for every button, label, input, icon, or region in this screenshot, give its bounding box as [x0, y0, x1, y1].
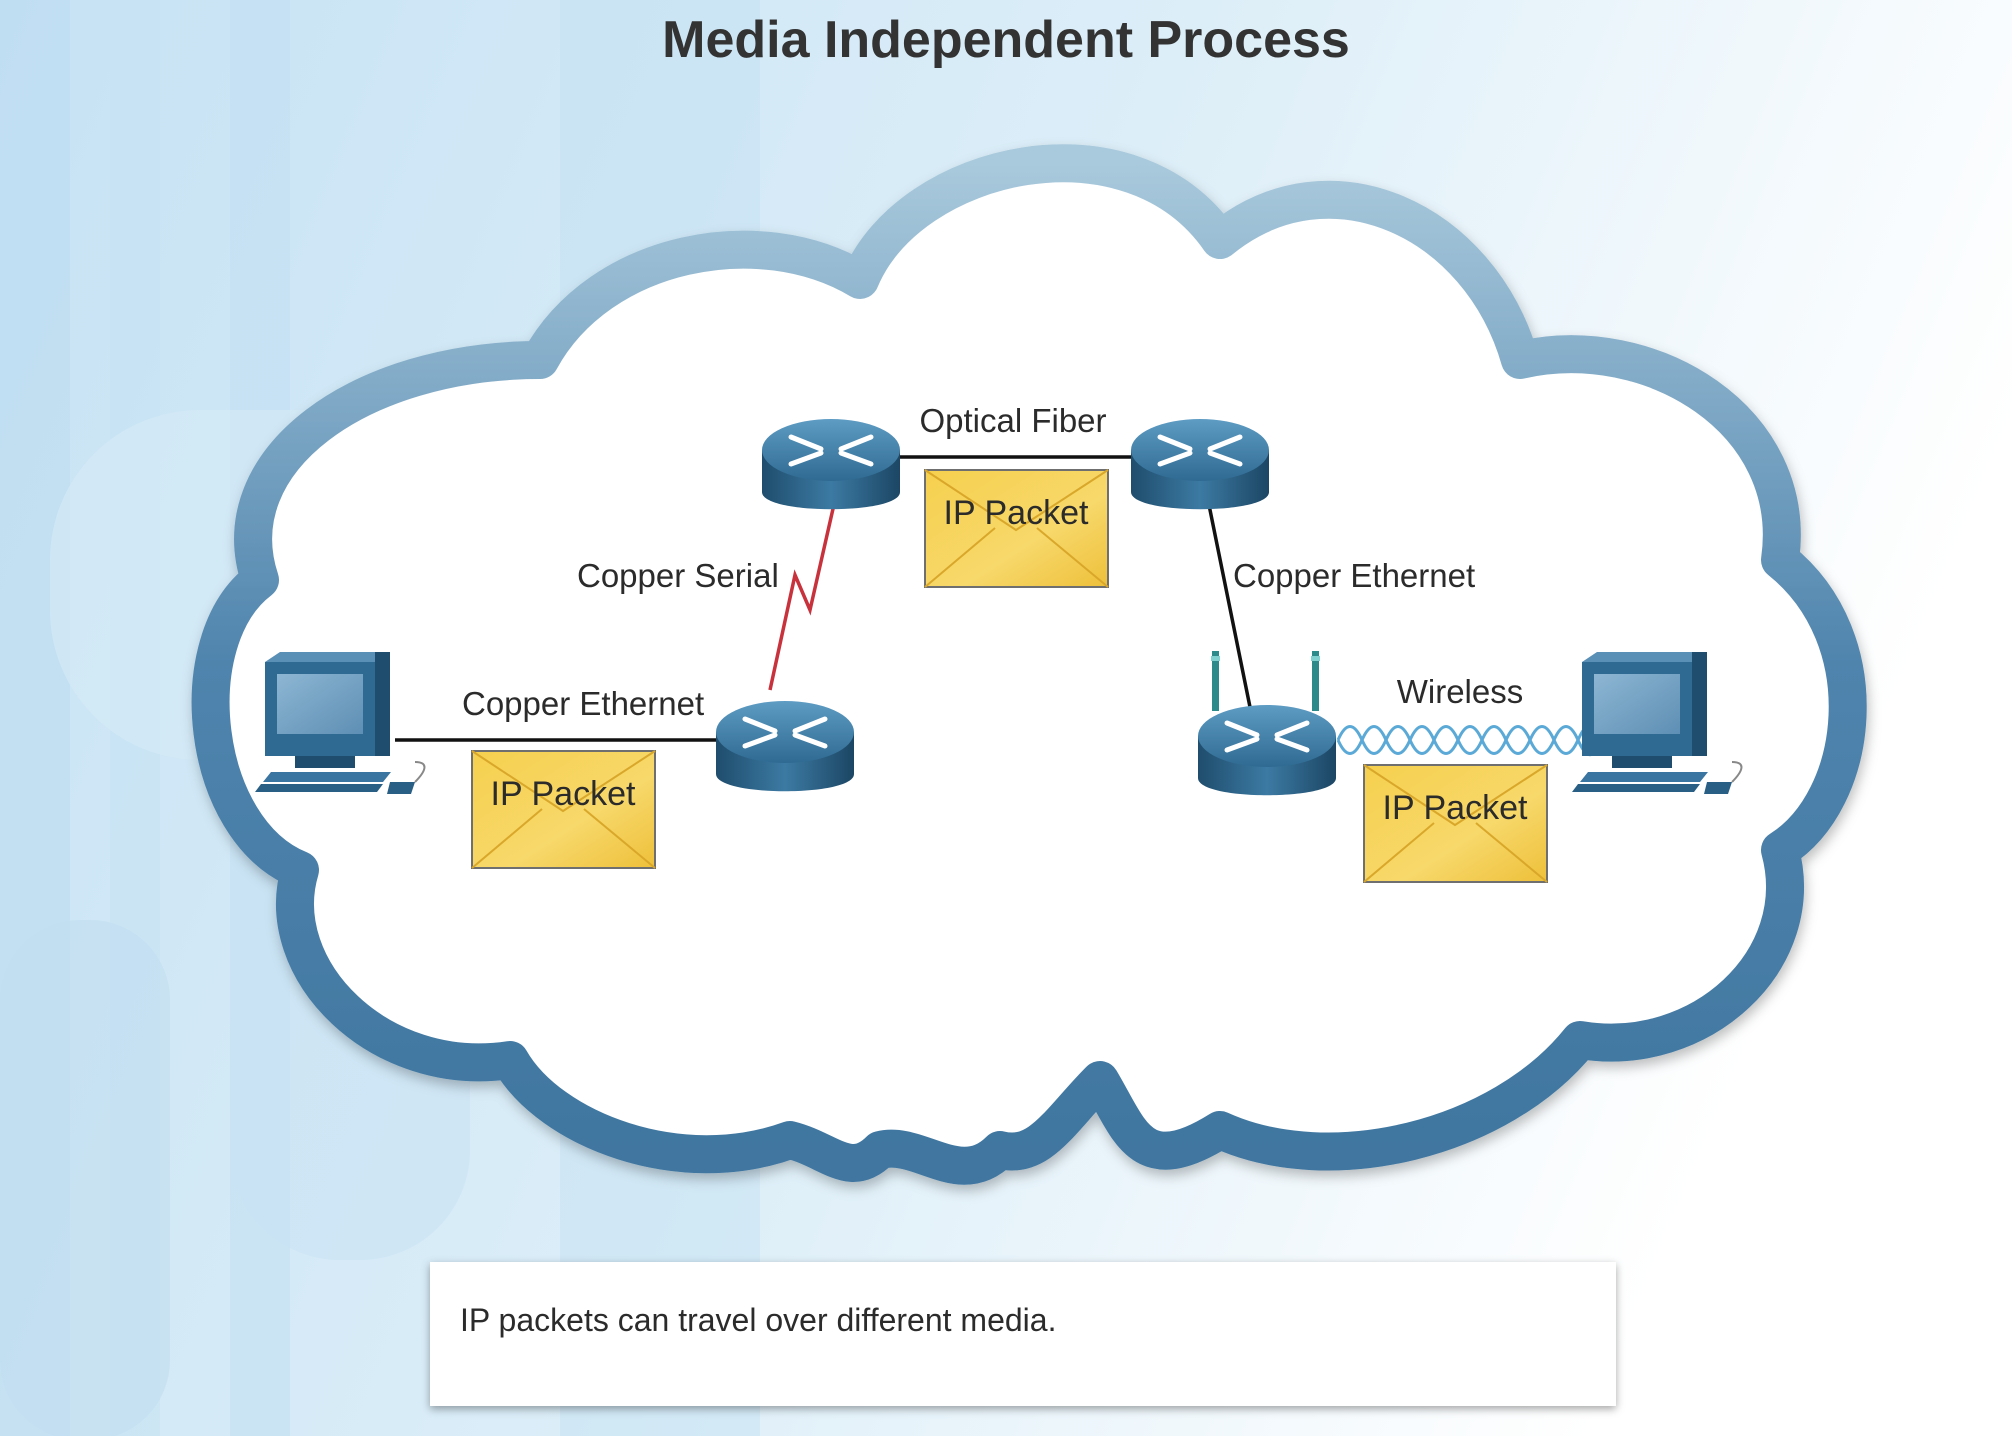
- copper-ethernet-label-left: Copper Ethernet: [462, 685, 704, 722]
- caption-box: IP packets can travel over different med…: [430, 1262, 1616, 1406]
- copper-serial-link: [768, 499, 837, 691]
- bg-blob: [0, 920, 170, 1440]
- ip-packet-envelope-top: IP Packet: [924, 469, 1109, 588]
- ip-packet-label: IP Packet: [944, 494, 1089, 532]
- router-icon[interactable]: [762, 419, 900, 510]
- router-icon[interactable]: [1131, 419, 1269, 510]
- router-icon[interactable]: [716, 701, 854, 792]
- page-title: Media Independent Process: [662, 11, 1350, 69]
- caption-text: IP packets can travel over different med…: [460, 1302, 1057, 1338]
- copper-serial-label: Copper Serial: [577, 557, 779, 594]
- ip-packet-label: IP Packet: [491, 775, 636, 813]
- cloud: [191, 144, 1867, 1185]
- ip-packet-envelope-right: IP Packet: [1363, 764, 1548, 883]
- ip-packet-envelope-left: IP Packet: [471, 750, 656, 869]
- wireless-router-icon[interactable]: [1198, 651, 1336, 796]
- copper-ethernet-link-right: [1206, 499, 1253, 713]
- pc-icon[interactable]: [255, 652, 426, 794]
- optical-fiber-label: Optical Fiber: [919, 402, 1106, 439]
- wireless-link: [1336, 723, 1598, 757]
- ip-packet-label: IP Packet: [1383, 789, 1528, 827]
- pc-icon[interactable]: [1572, 652, 1743, 794]
- wireless-label: Wireless: [1397, 673, 1524, 710]
- copper-ethernet-label-right: Copper Ethernet: [1233, 557, 1475, 594]
